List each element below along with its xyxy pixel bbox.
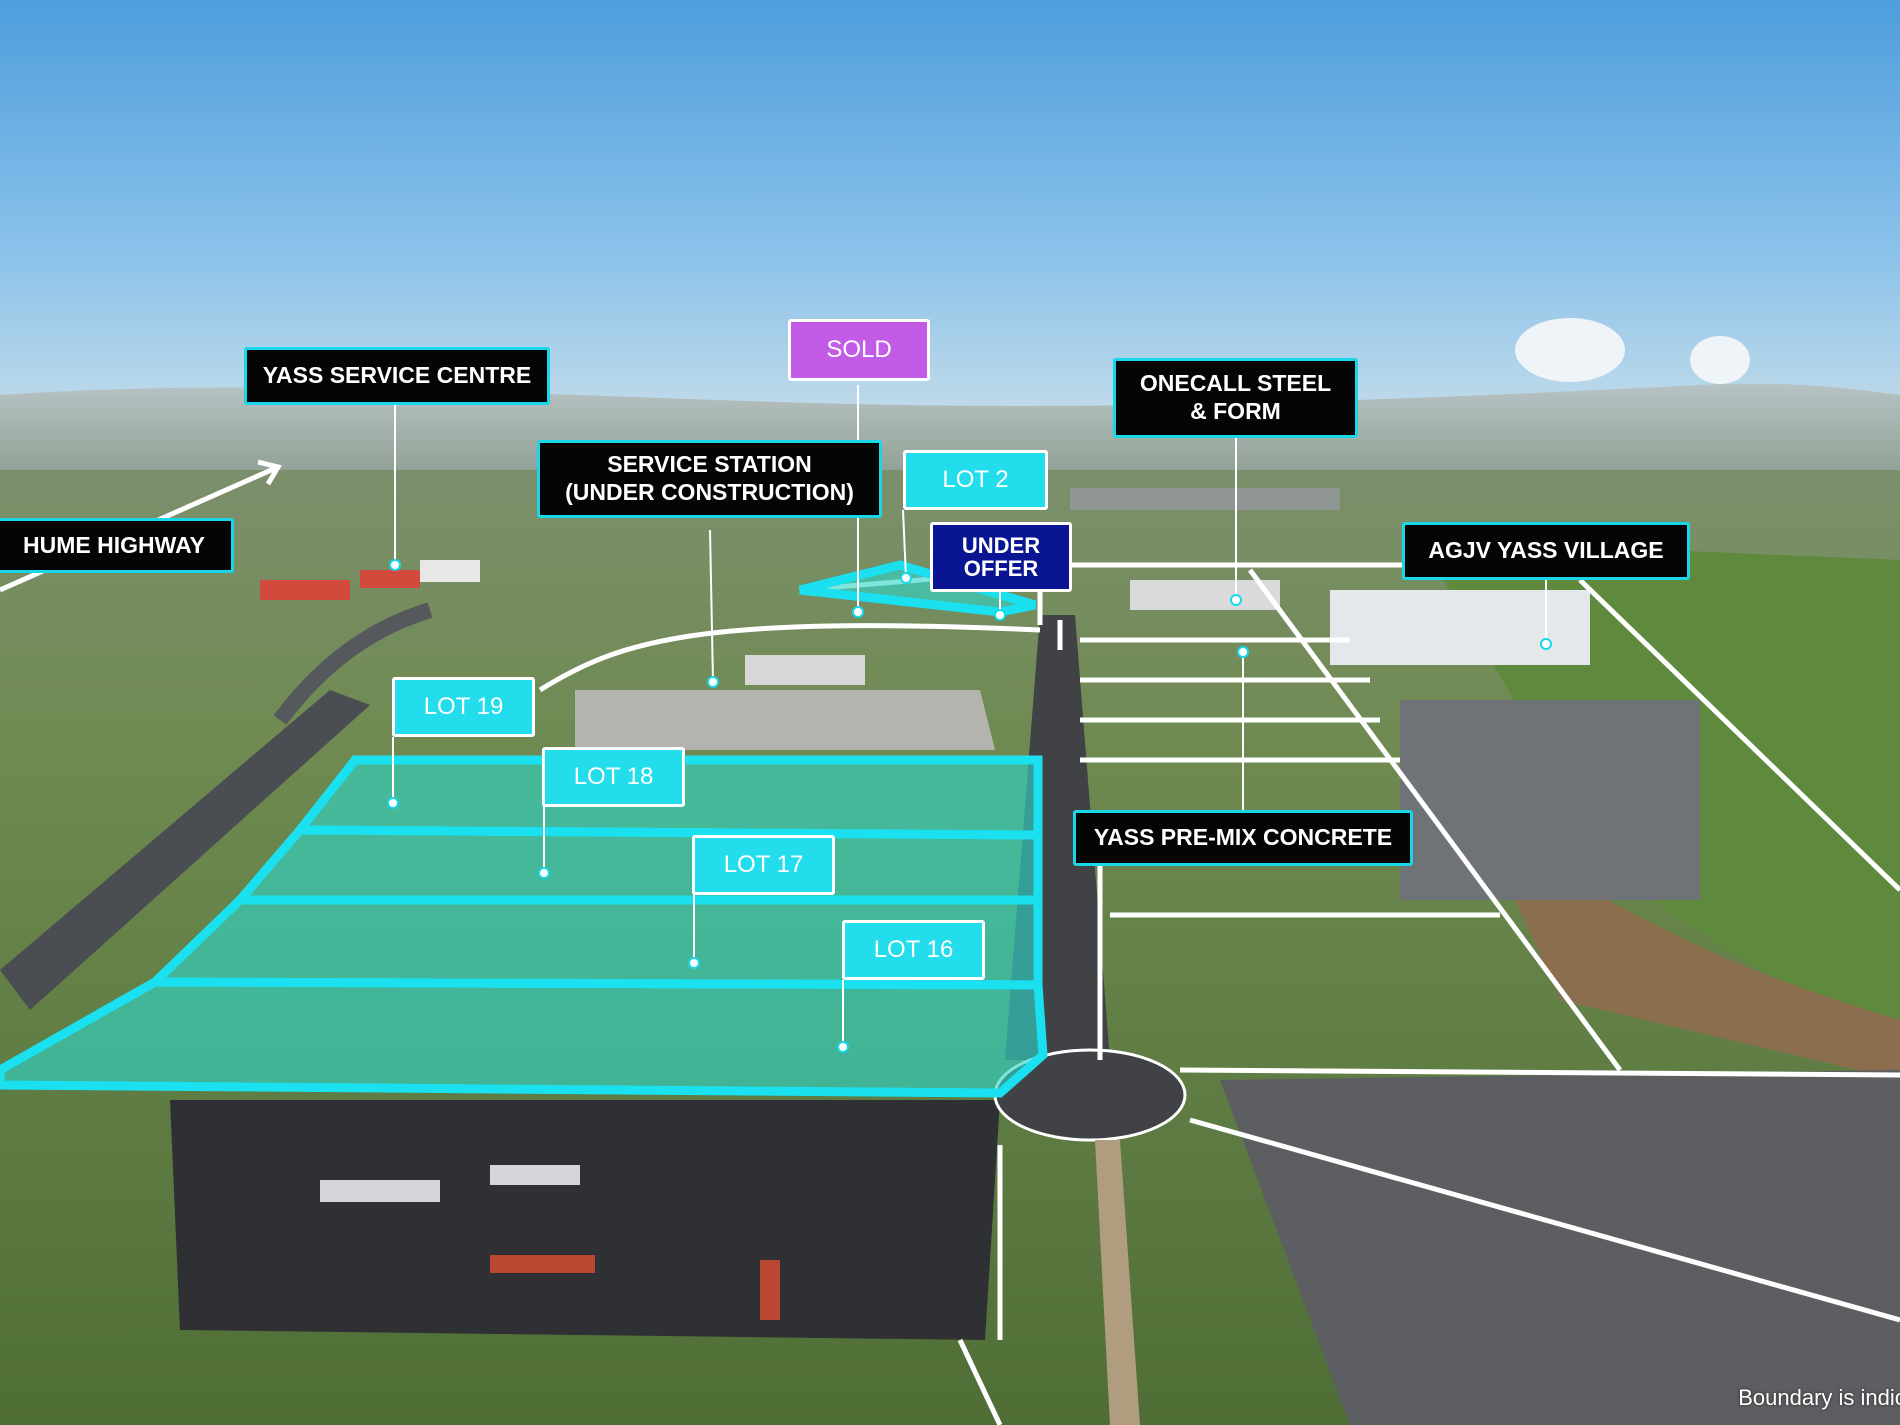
boundary-disclaimer: Boundary is indictive — [1738, 1385, 1900, 1410]
lot-19-text: LOT 19 — [423, 692, 504, 720]
service-centre-building — [420, 560, 480, 582]
lot-18-text: LOT 18 — [573, 762, 654, 790]
under-offer-label: UNDER OFFER — [930, 522, 1072, 592]
lot-2-label: LOT 2 — [903, 450, 1048, 510]
yass-service-centre-text: YASS SERVICE CENTRE — [262, 362, 532, 389]
lot-18-parcel — [230, 825, 1043, 905]
service-centre-roof — [260, 580, 350, 600]
highway-ramp — [273, 602, 433, 725]
agjv-village-buildings — [1330, 590, 1590, 665]
cloud — [1690, 336, 1750, 384]
service-station-text: SERVICE STATION (UNDER CONSTRUCTION) — [565, 451, 854, 505]
truck — [490, 1255, 595, 1273]
service-station-building — [745, 655, 865, 685]
laydown-yard — [170, 1100, 1000, 1340]
agjv-yass-village-text: AGJV YASS VILLAGE — [1428, 537, 1664, 564]
industrial-shed — [1130, 580, 1280, 610]
truck — [760, 1260, 780, 1320]
lot-2-text: LOT 2 — [942, 465, 1009, 493]
pipe-stack — [490, 1165, 580, 1185]
highway — [0, 690, 370, 1010]
paved-area — [1220, 1070, 1900, 1425]
lot-highlight-group — [0, 560, 1048, 1098]
service-station-slab — [575, 690, 995, 750]
yass-premix-label: YASS PRE-MIX CONCRETE — [1073, 810, 1413, 866]
lot-16-label: LOT 16 — [842, 920, 985, 980]
lot-19-label: LOT 19 — [392, 677, 535, 737]
onecall-steel-text: ONECALL STEEL & FORM — [1139, 370, 1332, 424]
lot-16-text: LOT 16 — [873, 935, 954, 963]
yass-service-centre-label: YASS SERVICE CENTRE — [244, 347, 550, 405]
under-offer-text: UNDER OFFER — [961, 532, 1041, 581]
hume-highway-label: HUME HIGHWAY — [0, 518, 234, 573]
yass-premix-text: YASS PRE-MIX CONCRETE — [1093, 824, 1393, 851]
hume-highway-text: HUME HIGHWAY — [23, 531, 205, 558]
service-station-label: SERVICE STATION (UNDER CONSTRUCTION) — [537, 440, 882, 518]
leader-lines — [392, 385, 1547, 1047]
sold-label: SOLD — [788, 319, 930, 381]
lot-16-parcel — [0, 977, 1048, 1098]
lot-18-label: LOT 18 — [542, 747, 685, 807]
leader-dots — [387, 559, 1552, 1053]
pipe-stack — [320, 1180, 440, 1202]
lot-17-label: LOT 17 — [692, 835, 835, 895]
agjv-yass-village-label: AGJV YASS VILLAGE — [1402, 522, 1690, 580]
onecall-steel-label: ONECALL STEEL & FORM — [1113, 358, 1358, 438]
depot-yard — [1400, 700, 1700, 900]
footpath — [1095, 1140, 1140, 1425]
service-centre-roof — [360, 570, 420, 588]
dirt-area — [1480, 820, 1900, 1080]
sold-text: SOLD — [826, 335, 892, 363]
cloud — [1515, 318, 1625, 382]
industrial-shed — [1070, 488, 1340, 510]
lot-17-text: LOT 17 — [723, 850, 804, 878]
